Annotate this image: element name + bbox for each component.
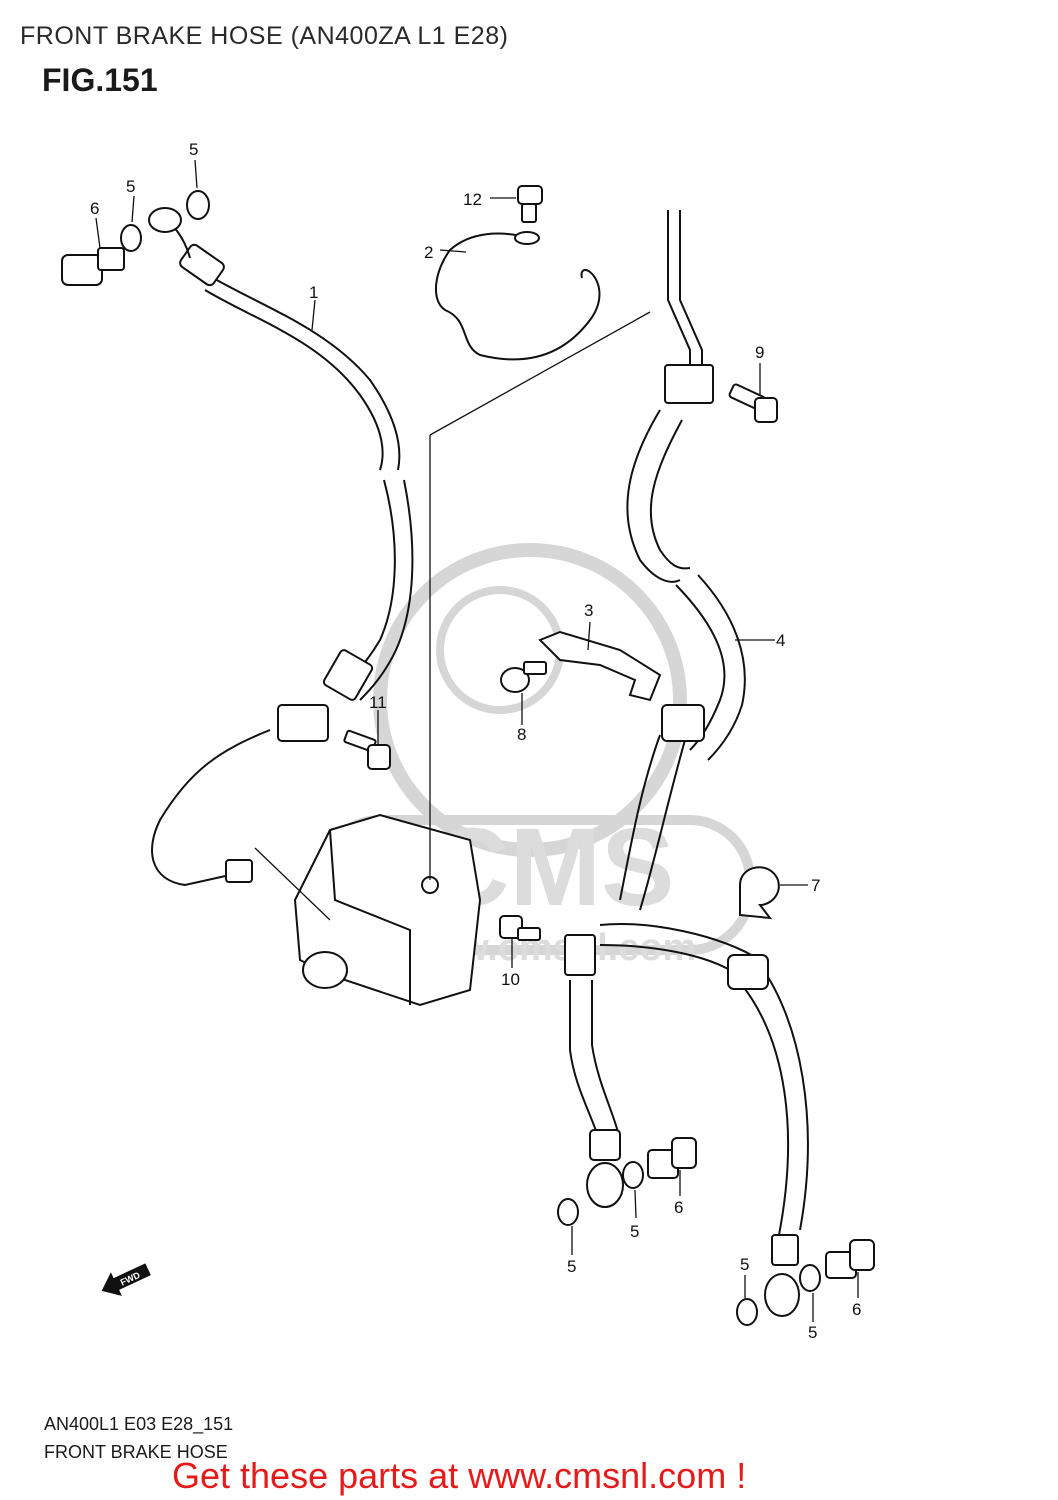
clamp-2 xyxy=(434,231,601,361)
banjo-bolt-6-bottom xyxy=(825,1239,875,1279)
callout-5-top-right: 5 xyxy=(189,140,198,159)
callout-8: 8 xyxy=(517,725,526,744)
bracket-3 xyxy=(538,630,662,702)
banjo-bolt-6-mid xyxy=(647,1137,697,1179)
bolt-12 xyxy=(517,185,543,223)
diagram-code: AN400L1 E03 E28_151 xyxy=(44,1414,234,1434)
bolt-10 xyxy=(499,915,541,941)
washer-5-a xyxy=(120,224,142,252)
washer-5-f xyxy=(799,1264,821,1292)
callout-1: 1 xyxy=(309,283,318,302)
abs-unit xyxy=(293,813,482,1007)
leader-lines xyxy=(95,159,859,1322)
callout-5-lower-b: 5 xyxy=(630,1222,639,1241)
buy-parts-link[interactable]: Get these parts at www.cmsnl.com ! xyxy=(172,1455,747,1496)
callout-5-top-left: 5 xyxy=(126,177,135,196)
washer-5-c xyxy=(557,1198,579,1226)
callout-9: 9 xyxy=(755,343,764,362)
callout-6-bottom: 6 xyxy=(852,1300,861,1319)
callout-7: 7 xyxy=(811,876,820,895)
callout-labels: 1 2 3 4 5 5 5 5 5 5 6 6 6 7 8 9 10 11 12 xyxy=(90,140,861,1342)
callout-6-top: 6 xyxy=(90,199,99,218)
figure-number: FIG.151 xyxy=(42,62,158,98)
brake-pipe-left xyxy=(151,704,329,887)
callout-5-lower-d: 5 xyxy=(808,1323,817,1342)
page-title: FRONT BRAKE HOSE (AN400ZA L1 E28) xyxy=(20,22,509,50)
callout-5-lower-a: 5 xyxy=(567,1257,576,1276)
diagram-name: FRONT BRAKE HOSE xyxy=(44,1442,228,1462)
lower-hoses xyxy=(564,923,809,1317)
clip-7 xyxy=(739,866,780,920)
brake-hose-1 xyxy=(148,207,414,701)
fwd-arrow-icon: FWD xyxy=(101,1263,151,1296)
brake-hose-4 xyxy=(619,210,746,911)
bolt-9 xyxy=(728,383,778,423)
callout-6-mid: 6 xyxy=(674,1198,683,1217)
bolt-11 xyxy=(343,729,391,770)
banjo-bolt-6-top xyxy=(61,247,125,286)
callout-3: 3 xyxy=(584,601,593,620)
callout-5-lower-c: 5 xyxy=(740,1255,749,1274)
washer-5-e xyxy=(736,1298,758,1326)
washer-5-d xyxy=(622,1161,644,1189)
callout-10: 10 xyxy=(501,970,520,989)
bolt-8 xyxy=(500,661,547,693)
callout-4: 4 xyxy=(776,631,785,650)
callout-12: 12 xyxy=(463,190,482,209)
callout-2: 2 xyxy=(424,243,433,262)
callout-11: 11 xyxy=(369,693,387,712)
washer-5-b xyxy=(186,190,210,220)
